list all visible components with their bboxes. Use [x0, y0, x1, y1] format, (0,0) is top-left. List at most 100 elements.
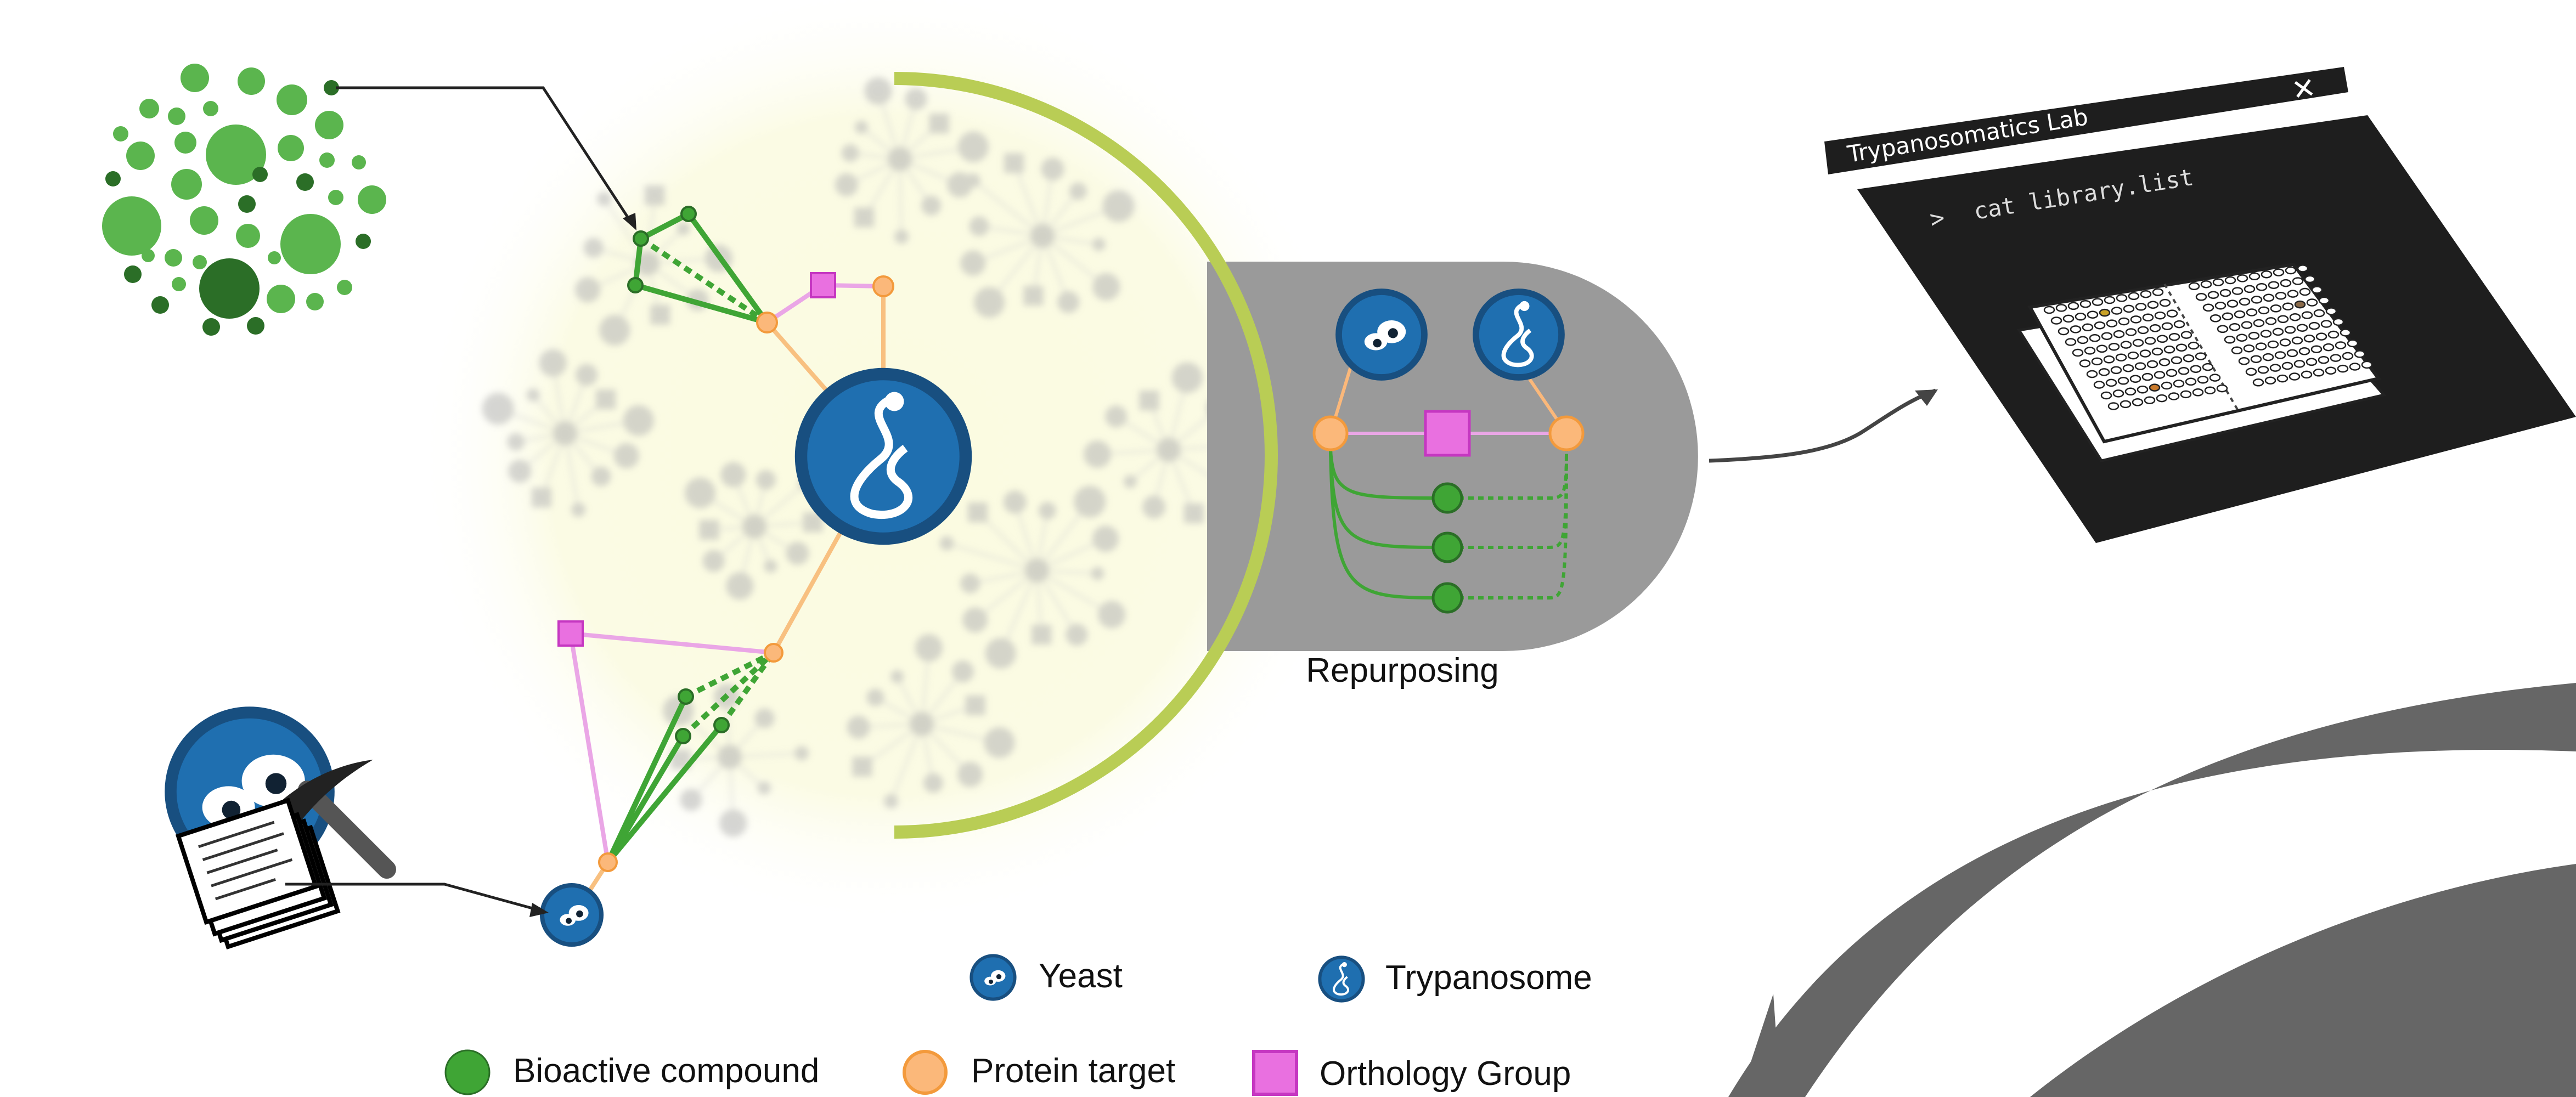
background-node	[680, 789, 702, 811]
compound-dot	[328, 190, 343, 205]
plate-well	[2183, 354, 2195, 363]
plate-well	[2274, 351, 2286, 359]
background-node	[1003, 490, 1027, 514]
background-node	[623, 405, 654, 436]
capsule-compound-node	[1431, 582, 1463, 614]
background-node	[960, 573, 980, 593]
plate-well	[2298, 347, 2310, 355]
close-icon[interactable]: ✕	[2290, 72, 2318, 107]
background-edge	[564, 433, 580, 510]
background-node	[841, 144, 859, 162]
plate-well	[2188, 341, 2200, 350]
compound-node	[678, 688, 694, 705]
plate-well	[2243, 344, 2255, 353]
plate-well	[2154, 311, 2166, 320]
plate-well	[2140, 290, 2152, 298]
plate-well	[2118, 317, 2130, 326]
plate-well	[2156, 335, 2168, 343]
plate-well	[2273, 268, 2285, 276]
capsule-link-solid	[1329, 449, 1449, 600]
arrow-to-terminal	[1709, 388, 1937, 463]
legend-protein-icon	[903, 1050, 948, 1095]
plate-well	[2224, 336, 2236, 344]
background-node	[526, 388, 540, 402]
plate-well	[2349, 363, 2361, 371]
background-hub	[1157, 438, 1181, 462]
capsule-protein-right	[1548, 415, 1585, 451]
background-node	[613, 443, 639, 468]
plate-well	[2132, 398, 2144, 406]
plate-well	[2098, 368, 2110, 376]
plate-well	[2125, 328, 2137, 336]
compound-dot	[356, 234, 371, 249]
plate-well	[2178, 367, 2190, 375]
background-node	[756, 470, 776, 490]
plate-well	[2332, 318, 2344, 326]
background-edge	[972, 179, 1044, 237]
background-node	[532, 487, 552, 507]
plate-well	[2116, 294, 2128, 302]
legend-yeast-icon	[969, 954, 1017, 1001]
document-stack-icon	[175, 798, 341, 950]
plate-well	[2288, 372, 2301, 381]
green-edge-5	[605, 695, 689, 864]
background-node	[677, 222, 690, 235]
background-node	[1069, 182, 1087, 200]
plate-well	[2248, 272, 2261, 281]
plate-well	[2204, 386, 2216, 394]
plate-well	[2117, 377, 2129, 385]
legend: Yeast Trypanosome Bioactive compound Pro…	[444, 954, 1592, 1096]
plate-well	[2289, 313, 2301, 321]
plate-well	[2077, 336, 2089, 344]
plate-well	[2257, 365, 2269, 374]
plate-well	[2276, 374, 2288, 383]
background-node	[921, 195, 942, 216]
plate-well	[2301, 311, 2313, 319]
background-node	[508, 460, 532, 483]
plate-well	[2197, 375, 2209, 384]
legend-yeast-label: Yeast	[1039, 957, 1123, 995]
plate-well	[2104, 296, 2116, 304]
protein-node	[598, 852, 618, 872]
plate-well	[2214, 301, 2226, 310]
plate-well	[2261, 270, 2273, 279]
background-node	[764, 559, 777, 573]
compound-dot	[124, 265, 142, 283]
plate-well	[2113, 330, 2125, 338]
background-edge	[1036, 569, 1078, 636]
plate-well	[2093, 381, 2105, 389]
green-edge-dotted-3	[681, 651, 776, 738]
background-node	[984, 727, 1015, 758]
background-node	[1023, 286, 1044, 306]
plate-well	[2207, 291, 2219, 299]
background-node	[699, 520, 719, 540]
plate-well	[2055, 304, 2067, 312]
green-edge-7	[606, 723, 724, 864]
plate-well	[2108, 342, 2120, 351]
background-node	[1004, 153, 1024, 173]
compound-dot	[174, 132, 196, 154]
protein-node	[756, 312, 778, 333]
capsule-compound-node	[1431, 482, 1463, 514]
plate-well	[2171, 356, 2183, 365]
plate-well	[2195, 293, 2207, 301]
plate-well	[2306, 358, 2318, 366]
background-node	[575, 277, 601, 303]
green-edge-dotted-2	[684, 650, 775, 699]
compound-dot	[268, 251, 281, 264]
plate-well	[2094, 321, 2106, 330]
background-hub	[1025, 558, 1049, 583]
plate-well	[2134, 362, 2146, 370]
background-hub	[553, 421, 577, 445]
background-node	[1074, 485, 1106, 518]
plate-well	[2299, 287, 2311, 296]
plate-well	[2325, 366, 2337, 375]
plate-well	[2236, 274, 2248, 282]
network-boundary-arc	[894, 72, 1278, 839]
well-plate-icon	[2016, 262, 2387, 462]
cloud-arrow-head	[623, 213, 636, 230]
plate-well	[2280, 279, 2292, 287]
background-edge	[946, 542, 1038, 572]
well-grid	[2043, 264, 2373, 410]
